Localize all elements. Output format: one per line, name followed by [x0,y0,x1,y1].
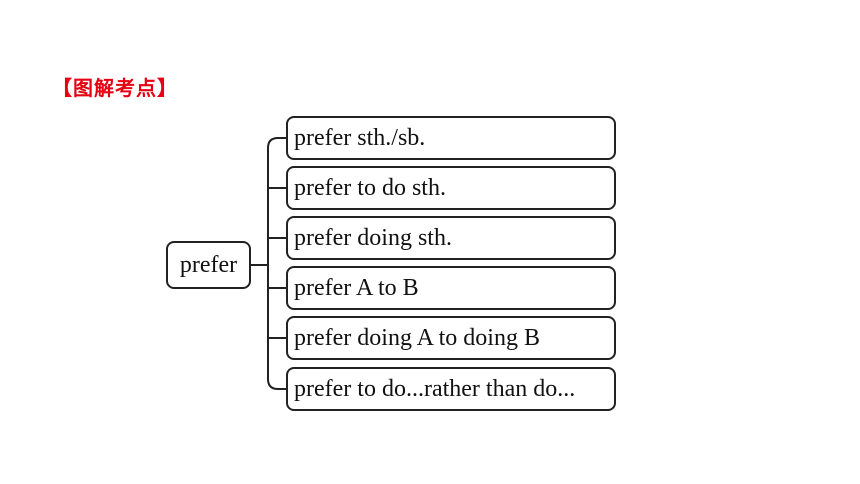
section-heading: 【图解考点】 [52,76,178,100]
root-node: prefer [166,241,251,289]
branch-node-prefer-to-do: prefer to do sth. [286,166,616,210]
branch-node-prefer-doing-a-to-doing-b: prefer doing A to doing B [286,316,616,360]
branch-node-prefer-sth-sb: prefer sth./sb. [286,116,616,160]
branch-node-prefer-a-to-b: prefer A to B [286,266,616,310]
trunk-line [267,137,279,390]
branch-node-prefer-rather-than: prefer to do...rather than do... [286,367,616,411]
branch-node-prefer-doing: prefer doing sth. [286,216,616,260]
